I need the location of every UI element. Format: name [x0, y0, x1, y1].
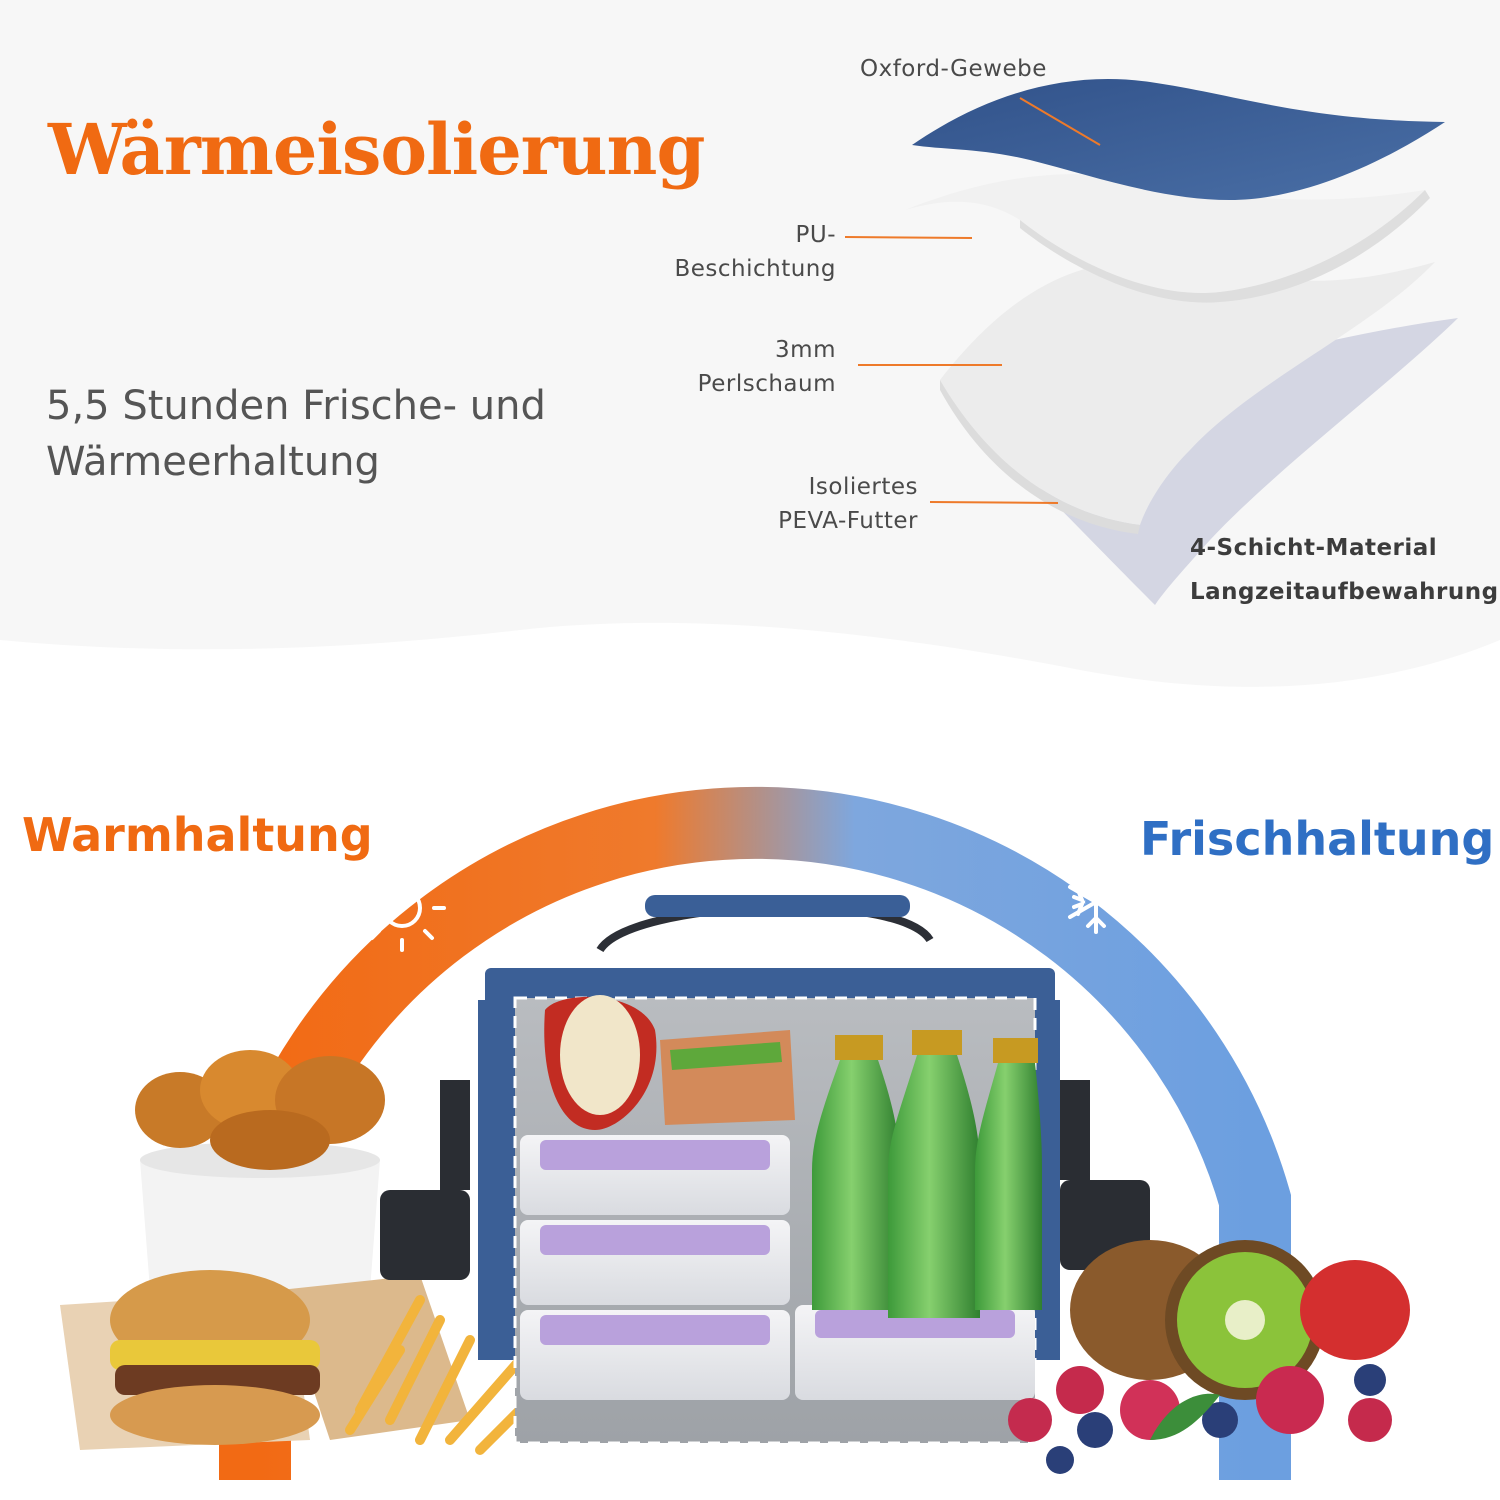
- label-foam-line-1: 3mm: [775, 337, 836, 363]
- food-containers: [520, 1135, 1035, 1400]
- label-foam: 3mm Perlschaum: [698, 333, 836, 401]
- label-peva: Isoliertes PEVA-Futter: [778, 470, 918, 538]
- label-pu: PU- Beschichtung: [674, 218, 836, 286]
- subtitle-line-1: 5,5 Stunden Frische- und: [46, 383, 546, 429]
- oxford-layer: [912, 79, 1445, 200]
- fried-chicken: [135, 1050, 385, 1290]
- label-foam-line-2: Perlschaum: [697, 371, 836, 397]
- snowflake-icon: [1068, 870, 1124, 934]
- page-title: Wärmeisolierung: [48, 108, 705, 191]
- label-peva-line-2: PEVA-Futter: [778, 508, 918, 534]
- bottles: [812, 1030, 1042, 1318]
- label-peva-line-1: Isoliertes: [808, 474, 918, 500]
- subtitle: 5,5 Stunden Frische- und Wärmeerhaltung: [46, 378, 546, 490]
- callout-lines: [844, 97, 1101, 504]
- peva-layer: [985, 318, 1458, 605]
- foam-layer: [940, 261, 1435, 525]
- temperature-arc: [219, 786, 1291, 1500]
- fresh-label: Frischhaltung: [1140, 812, 1495, 866]
- feature-four-layer: 4-Schicht-Material: [1190, 535, 1438, 561]
- pu-layer: [905, 174, 1425, 294]
- subtitle-line-2: Wärmeerhaltung: [46, 439, 380, 485]
- label-pu-line-1: PU-: [795, 222, 836, 248]
- material-layers: [905, 79, 1458, 605]
- warm-label: Warmhaltung: [22, 808, 373, 862]
- burger-fries: [60, 1270, 555, 1455]
- sun-icon: [358, 864, 446, 952]
- label-pu-line-2: Beschichtung: [674, 256, 836, 282]
- feature-long-storage: Langzeitaufbewahrung: [1190, 579, 1499, 605]
- label-oxford: Oxford-Gewebe: [860, 56, 1047, 82]
- fruits: [1008, 1240, 1410, 1474]
- lunch-bag: [380, 895, 1150, 1445]
